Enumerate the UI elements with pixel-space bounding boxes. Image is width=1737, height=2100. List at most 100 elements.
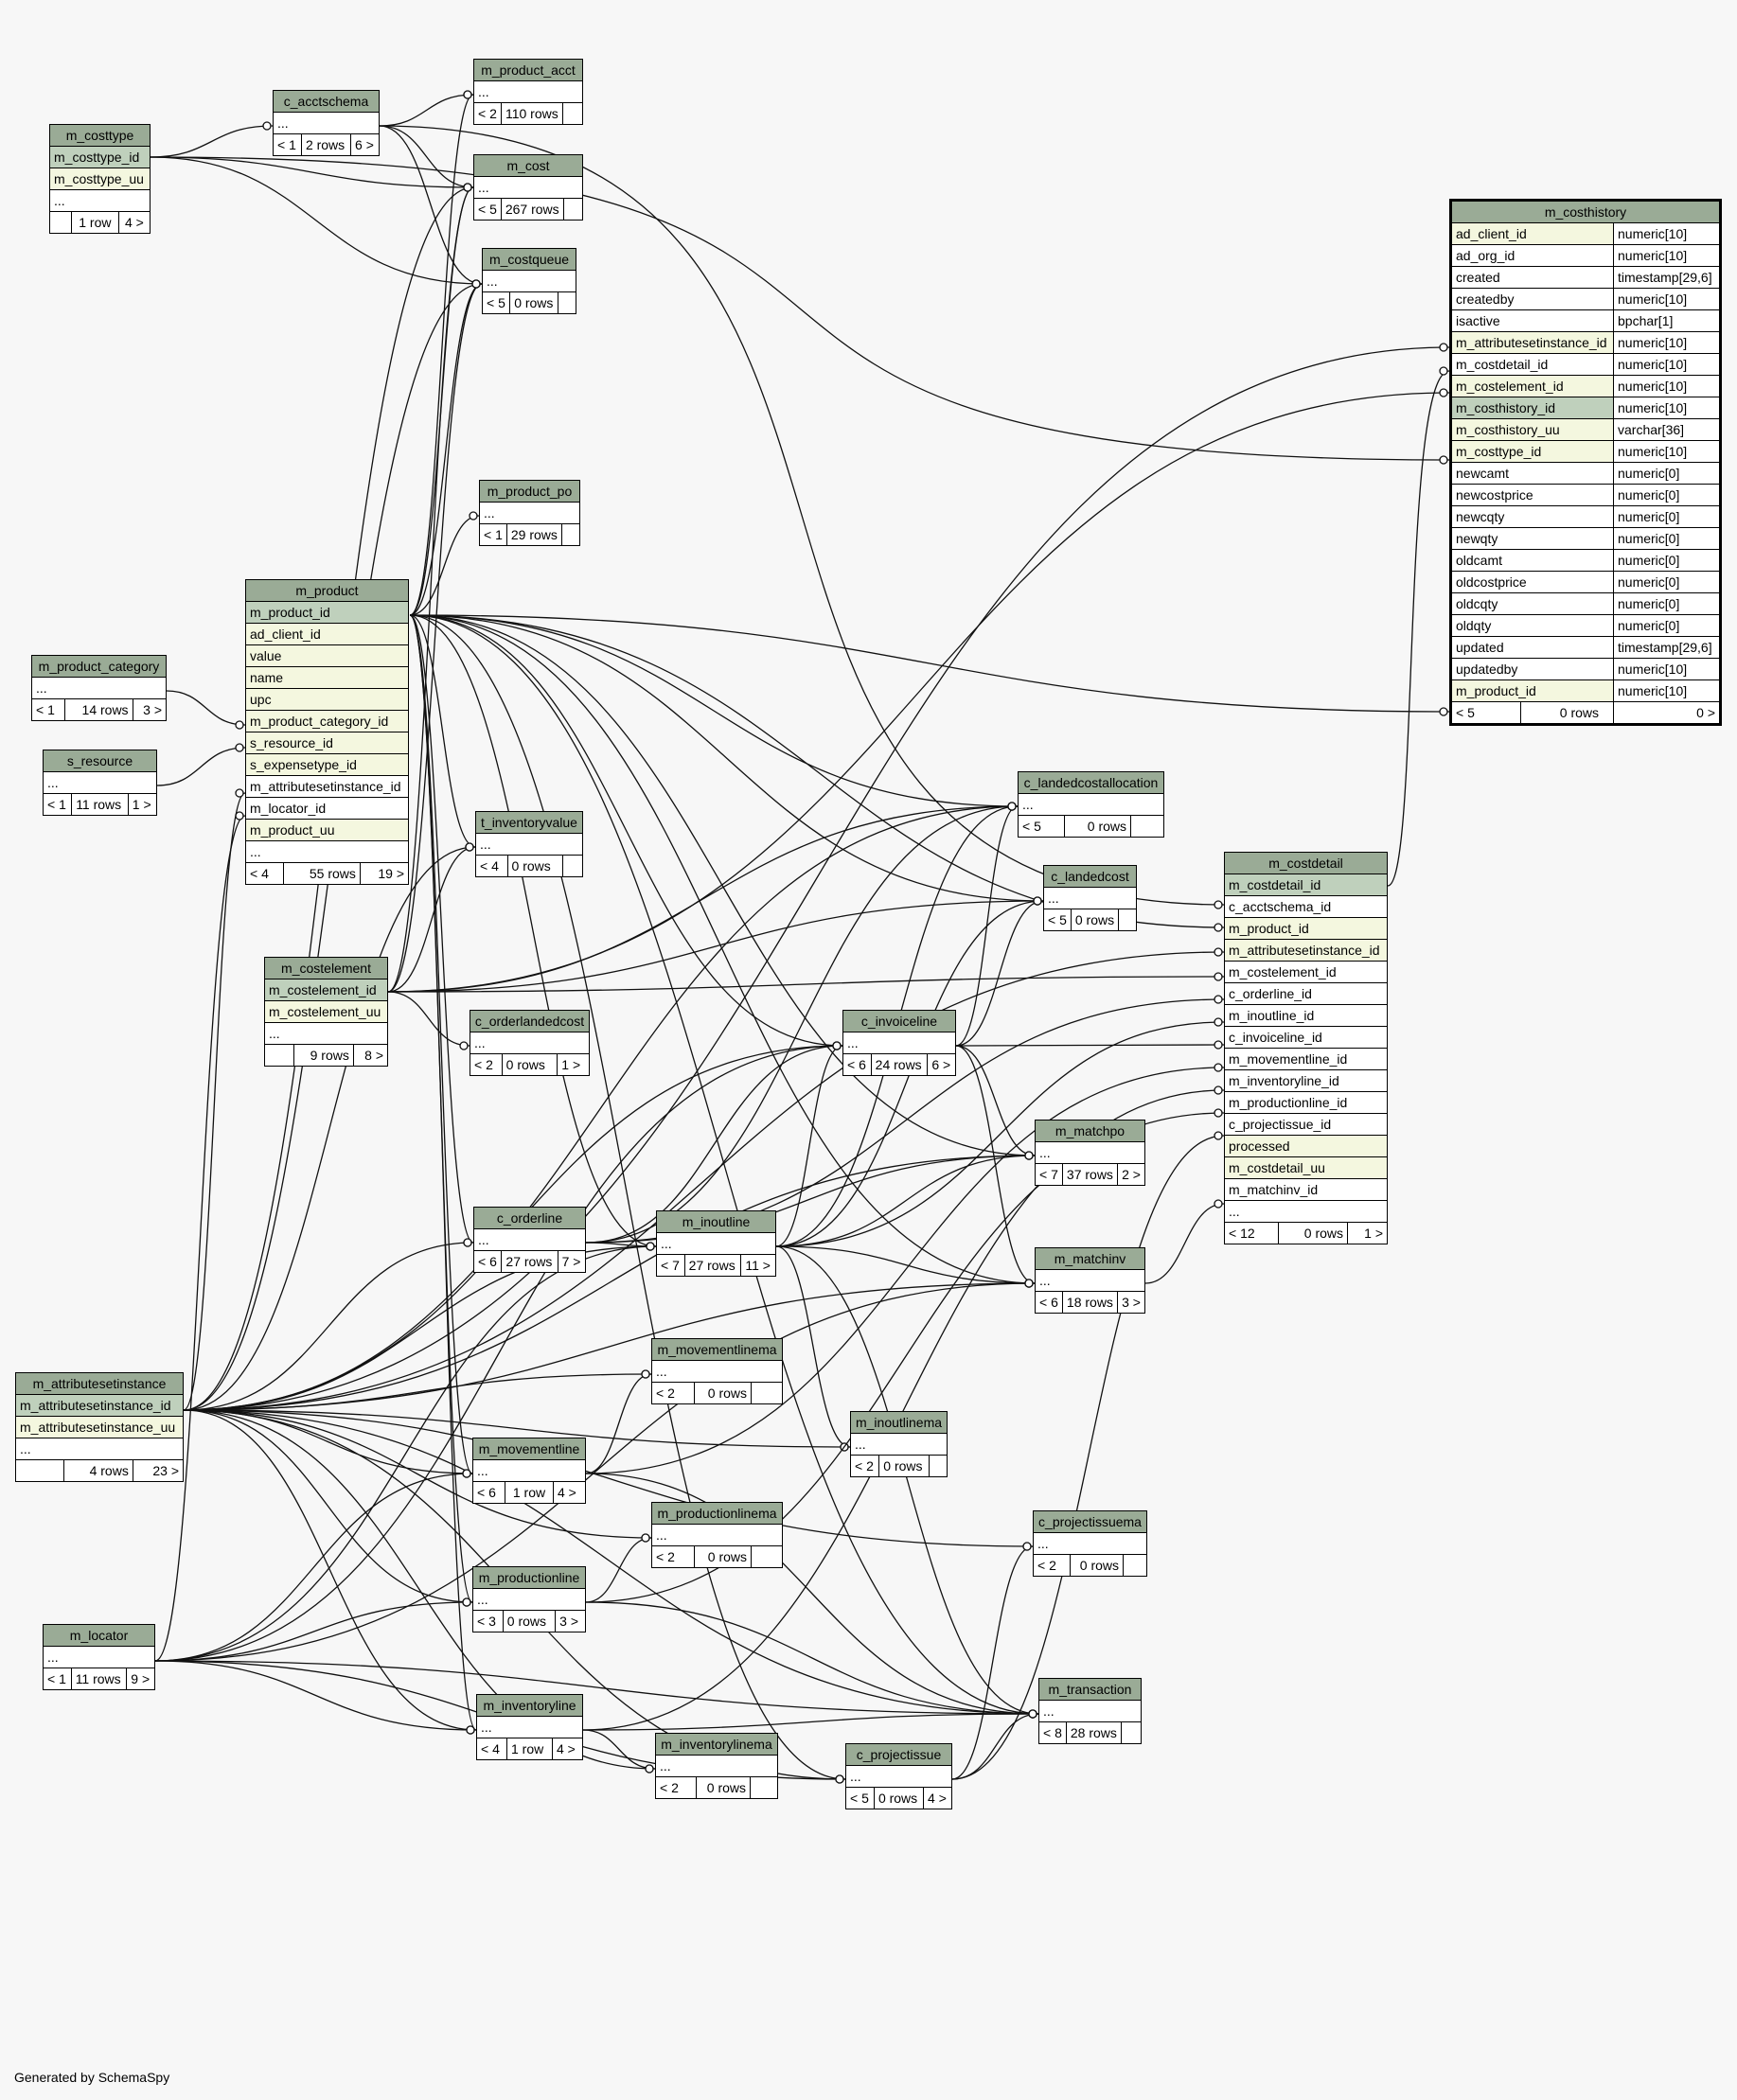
column-name: createdby — [1450, 288, 1614, 310]
parents-count: < 2 — [473, 102, 502, 125]
relationship-line — [154, 1045, 843, 1662]
relationship-line — [183, 846, 476, 1411]
cardinality-marker — [1033, 896, 1042, 906]
column-name: newcamt — [1450, 462, 1614, 485]
relationship-line — [582, 1713, 1039, 1731]
relationship-line — [775, 1155, 1036, 1247]
row-count: 267 rows — [500, 198, 564, 221]
children-count: 1 > — [1347, 1222, 1388, 1244]
table-title: m_movementlinema — [651, 1338, 783, 1361]
relationship-line — [387, 846, 476, 993]
parents-count — [264, 1044, 294, 1067]
column-name: oldcqty — [1450, 592, 1614, 615]
children-count: 3 > — [132, 698, 168, 721]
children-count — [1118, 909, 1137, 931]
column-row: s_expensetype_id — [245, 753, 409, 776]
cardinality-marker — [1439, 366, 1448, 376]
column-name: newqty — [1450, 527, 1614, 550]
children-count — [751, 1545, 783, 1568]
row-count: 11 rows — [70, 1668, 128, 1690]
table-title: m_inventorylinema — [655, 1733, 778, 1756]
column-type: numeric[10] — [1613, 353, 1721, 376]
column-name: newcostprice — [1450, 484, 1614, 506]
row-count: 0 rows — [873, 1787, 925, 1809]
relationship-line — [409, 614, 477, 1731]
parents-count: < 5 — [1018, 815, 1065, 838]
column-row: ... — [49, 189, 151, 212]
parents-count: < 4 — [475, 855, 508, 877]
relationship-line — [154, 1473, 473, 1662]
column-row: ... — [472, 1459, 586, 1482]
children-count: 1 > — [557, 1053, 590, 1076]
column-row: m_movementline_id — [1224, 1048, 1388, 1070]
column-row: ... — [842, 1032, 956, 1054]
column-row: ... — [1035, 1269, 1145, 1292]
parents-count: < 12 — [1224, 1222, 1279, 1244]
parents-count: < 6 — [472, 1250, 503, 1273]
relationship-line — [154, 1660, 1039, 1715]
column-name: m_product_id — [1450, 679, 1614, 702]
children-count: 2 > — [1117, 1163, 1145, 1186]
row-count: 4 rows — [63, 1459, 133, 1482]
row-count: 0 rows — [878, 1455, 930, 1477]
cardinality-marker — [462, 1597, 471, 1607]
column-row: ... — [245, 840, 409, 863]
children-count — [750, 1776, 778, 1799]
column-row: c_invoiceline_id — [1224, 1026, 1388, 1049]
row-count: 0 rows — [1064, 815, 1131, 838]
column-type: numeric[0] — [1613, 484, 1721, 506]
parents-count — [15, 1459, 64, 1482]
row-count: 1 row — [505, 1481, 554, 1504]
cardinality-marker — [235, 788, 244, 798]
relationship-line — [955, 1045, 1036, 1156]
children-count: 19 > — [359, 862, 410, 885]
column-row: ... — [845, 1765, 952, 1788]
column-name: oldcostprice — [1450, 571, 1614, 593]
relationship-line — [585, 1601, 1039, 1715]
column-name: m_costdetail_id — [1450, 353, 1614, 376]
column-name: m_costelement_id — [1450, 375, 1614, 397]
parents-count: < 6 — [1035, 1291, 1063, 1314]
column-row: ... — [482, 270, 576, 292]
column-type: numeric[10] — [1613, 375, 1721, 397]
relationship-line — [775, 1245, 1036, 1284]
column-row: m_product_id — [1224, 917, 1388, 940]
relationship-line — [585, 1537, 652, 1603]
relationship-line — [387, 186, 474, 993]
column-row: c_projectissue_id — [1224, 1113, 1388, 1136]
column-row: m_attributesetinstance_id — [15, 1394, 184, 1417]
column-row: m_matchinv_id — [1224, 1178, 1388, 1201]
children-count: 4 > — [923, 1787, 952, 1809]
cardinality-marker — [1024, 1151, 1034, 1160]
column-row: ... — [473, 176, 583, 199]
relationship-line — [150, 156, 474, 188]
relationship-line — [775, 1045, 843, 1247]
table-title: m_matchinv — [1035, 1247, 1145, 1270]
cardinality-marker — [1028, 1709, 1037, 1719]
column-row: ... — [472, 1588, 586, 1611]
parents-count: < 2 — [470, 1053, 503, 1076]
table-title: m_attributesetinstance — [15, 1372, 184, 1395]
cardinality-marker — [1214, 900, 1223, 909]
parents-count: < 1 — [479, 523, 507, 546]
cardinality-marker — [1214, 1063, 1223, 1072]
relationship-line — [183, 1155, 1036, 1411]
column-type: numeric[0] — [1613, 614, 1721, 637]
column-row: ... — [43, 771, 157, 794]
column-row: m_productionline_id — [1224, 1091, 1388, 1114]
parents-count: < 4 — [244, 862, 285, 885]
relationship-line — [387, 976, 1225, 993]
cardinality-marker — [463, 1238, 472, 1247]
column-row: ... — [43, 1646, 155, 1668]
cardinality-marker — [262, 121, 272, 131]
row-count: 0 rows — [694, 1545, 752, 1568]
column-row: upc — [245, 688, 409, 711]
relationship-line — [409, 283, 483, 616]
